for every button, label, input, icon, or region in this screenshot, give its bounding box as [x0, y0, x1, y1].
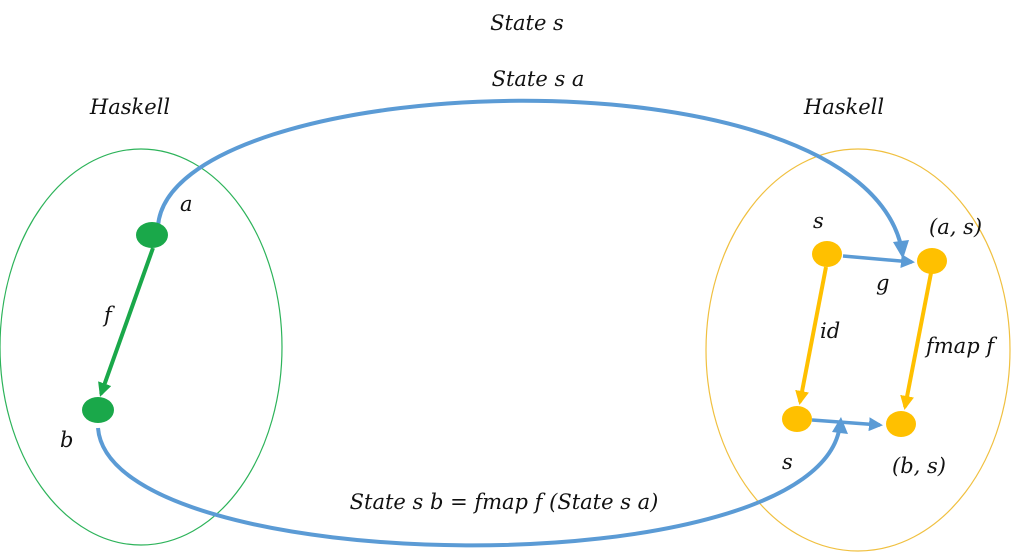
- functor-arc-bottom: [96, 424, 842, 548]
- node-a-s: [917, 248, 947, 274]
- right-category-label: Haskell: [803, 95, 884, 119]
- morphism-f-arrow: [98, 247, 155, 397]
- arrow-id: [795, 266, 828, 405]
- bottom-left-s-label: s: [782, 450, 793, 474]
- arrow-fmap-f: [900, 272, 933, 410]
- bottom-right-b-s-label: (b, s): [892, 454, 946, 478]
- arrow-fmap-f-label: fmap f: [924, 334, 997, 358]
- top-right-a-s-label: (a, s): [929, 215, 982, 239]
- functor-arc-top: [156, 98, 904, 251]
- left-category-label: Haskell: [89, 95, 170, 119]
- morphism-f-label: f: [102, 303, 115, 327]
- object-b-label: b: [60, 428, 73, 452]
- object-b-node: [82, 397, 114, 423]
- title-state-s: State s: [490, 11, 564, 35]
- object-a-label: a: [180, 192, 193, 216]
- arrow-bottom-horizontal: [811, 417, 883, 432]
- left-category-ellipse: [0, 148, 283, 546]
- functor-arc-bottom-head: [832, 417, 848, 434]
- node-s-top: [812, 241, 842, 267]
- node-s-bottom: [782, 406, 812, 432]
- title-state-s-a: State s a: [492, 67, 585, 91]
- arrow-id-label: id: [820, 319, 840, 343]
- bottom-equation: State s b = fmap f (State s a): [350, 490, 659, 514]
- object-a-node: [136, 222, 168, 248]
- node-b-s: [886, 411, 916, 437]
- functor-arc-top-head: [893, 240, 909, 259]
- arrow-g-label: g: [876, 271, 889, 295]
- arrow-g: [842, 254, 915, 269]
- top-left-s-label: s: [813, 209, 824, 233]
- right-category-ellipse: [705, 148, 1011, 552]
